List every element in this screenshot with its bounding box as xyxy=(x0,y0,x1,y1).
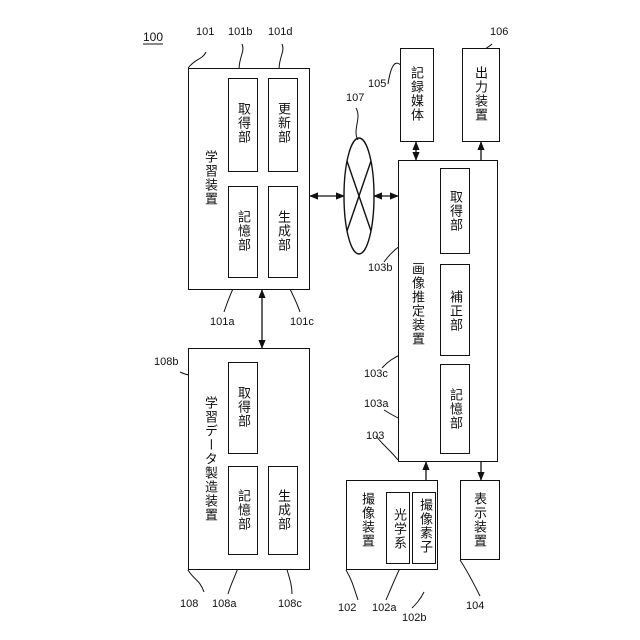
leader-104 xyxy=(460,560,480,596)
datamaker-acquire-label: 取得部 xyxy=(236,386,249,428)
leader-102 xyxy=(346,570,358,600)
ref-105: 105 xyxy=(368,78,386,90)
ref-108: 108 xyxy=(180,598,198,610)
ref-103: 103 xyxy=(366,430,384,442)
learning-generate-label: 生成部 xyxy=(276,210,289,252)
ref-108b: 108b xyxy=(154,356,178,368)
ref-101d: 101d xyxy=(268,26,292,38)
recording-medium-label: 記録媒体 xyxy=(409,66,422,122)
learning-device-title: 学習装置 xyxy=(203,150,216,206)
ref-103a: 103a xyxy=(364,398,388,410)
display-device-label: 表示装置 xyxy=(472,492,485,548)
figure-ref: 100 xyxy=(143,30,163,44)
learning-update-label: 更新部 xyxy=(276,102,289,144)
ref-101: 101 xyxy=(196,26,214,38)
ref-101b: 101b xyxy=(228,26,252,38)
ref-102a: 102a xyxy=(372,602,396,614)
learning-storage-label: 記憶部 xyxy=(236,210,249,252)
datamaker-storage-label: 記憶部 xyxy=(236,489,249,531)
ref-106: 106 xyxy=(490,26,508,38)
ref-107: 107 xyxy=(346,92,364,104)
ref-108a: 108a xyxy=(212,598,236,610)
ref-104: 104 xyxy=(466,600,484,612)
ref-101a: 101a xyxy=(210,316,234,328)
leader-101 xyxy=(188,52,206,68)
datamaker-generate-label: 生成部 xyxy=(276,489,289,531)
estimator-acquire-label: 取得部 xyxy=(448,190,461,232)
imaging-optics-label: 光学系 xyxy=(392,508,405,550)
ref-103b: 103b xyxy=(368,262,392,274)
leader-108 xyxy=(188,570,204,592)
ref-102: 102 xyxy=(338,602,356,614)
image-estimation-title: 画像推定装置 xyxy=(410,262,423,346)
ref-102b: 102b xyxy=(402,612,426,624)
ref-103c: 103c xyxy=(364,368,388,380)
learning-acquire-label: 取得部 xyxy=(236,102,249,144)
imaging-device-title: 撮像装置 xyxy=(360,492,373,548)
estimator-correct-label: 補正部 xyxy=(448,290,461,332)
output-device-label: 出力装置 xyxy=(473,66,486,122)
leader-107 xyxy=(356,108,358,140)
network-icon xyxy=(344,138,374,254)
ref-101c: 101c xyxy=(290,316,314,328)
ref-108c: 108c xyxy=(278,598,302,610)
learning-data-maker-title: 学習データ製造装置 xyxy=(203,396,216,522)
imaging-sensor-label: 撮像素子 xyxy=(418,498,431,554)
estimator-storage-label: 記憶部 xyxy=(448,388,461,430)
leader-102b xyxy=(412,592,424,608)
